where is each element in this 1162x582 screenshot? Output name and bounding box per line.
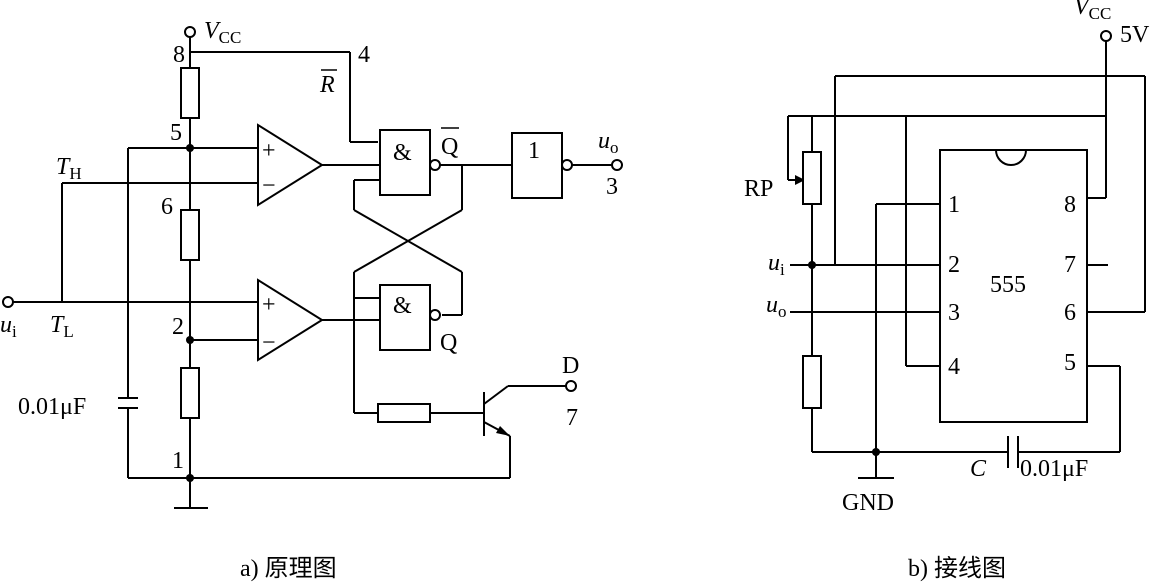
chip-pin1: 1: [948, 192, 960, 218]
chip-pin8: 8: [1064, 192, 1076, 218]
rp-label: RP: [744, 176, 773, 202]
gnd-label: GND: [842, 490, 894, 516]
upper-minus: −: [262, 173, 276, 199]
nand-top-symbol: &: [393, 140, 412, 166]
reset-label: R: [319, 72, 335, 98]
rp-potentiometer: [802, 151, 822, 205]
vcc-label: VCC: [204, 18, 241, 47]
pin3-label: 3: [606, 174, 618, 200]
divider-resistor-bottom: [180, 367, 200, 419]
pin8-label: 8: [173, 42, 185, 68]
chip-pin3: 3: [948, 300, 960, 326]
vcc-terminal-right: [1100, 30, 1112, 42]
chip-pin6: 6: [1064, 300, 1076, 326]
chip-pin7: 7: [1064, 252, 1076, 278]
lower-comparator: [257, 278, 324, 362]
divider-resistor-top: [180, 67, 200, 119]
chip-555: [939, 149, 1088, 423]
chip-pin4: 4: [948, 354, 960, 380]
lower-resistor: [802, 355, 822, 409]
vcc-terminal: [184, 26, 196, 38]
lower-plus: +: [262, 292, 276, 318]
vcc-label-right: VCC: [1074, 0, 1111, 23]
d-label: D: [562, 353, 579, 379]
nand-bottom-symbol: &: [393, 293, 412, 319]
q-label: Q: [440, 330, 457, 356]
nand-gate-bottom: [379, 284, 431, 351]
ui-terminal: [2, 296, 14, 308]
pin7-label: 7: [566, 405, 578, 431]
not-gate: [511, 132, 563, 199]
cap-c-label: C: [970, 456, 987, 482]
nand-gate-top: [379, 129, 431, 196]
qbar-label: Q: [441, 134, 458, 160]
pin6-label: 6: [161, 194, 173, 220]
lower-minus: −: [262, 330, 276, 356]
pin2-label: 2: [172, 314, 184, 340]
tl-label: TL: [50, 312, 74, 341]
pin5-label: 5: [170, 120, 182, 146]
principle-diagram: VCC 8 4 R 5 TH 6 + − + − & & Q 1 uo 3 ui…: [0, 18, 623, 582]
base-resistor: [377, 403, 431, 423]
upper-comparator: [257, 123, 324, 207]
vcc-value: 5V: [1120, 22, 1150, 48]
caption-b: b) 接线图: [908, 555, 1006, 582]
divider-resistor-mid: [180, 209, 200, 261]
cap-value-right: 0.01μF: [1020, 456, 1088, 482]
cap-label: 0.01μF: [18, 394, 86, 420]
uo-label-right: uo: [766, 292, 787, 321]
upper-plus: +: [262, 138, 276, 164]
chip-notch: [995, 149, 1027, 166]
th-label: TH: [56, 154, 82, 183]
ui-label-right: ui: [768, 250, 785, 279]
wiring-diagram: VCC 5V RP ui uo 1 2 3 4 8 7 6 5 555 C 0.…: [744, 0, 1150, 582]
pin4-label: 4: [358, 42, 370, 68]
uo-label: uo: [598, 128, 619, 157]
not-symbol: 1: [528, 138, 540, 164]
pin1-label: 1: [172, 448, 184, 474]
caption-a: a) 原理图: [240, 556, 337, 582]
chip-pin2: 2: [948, 252, 960, 278]
chip-pin5: 5: [1064, 350, 1076, 376]
ui-label: ui: [0, 312, 17, 341]
uo-terminal: [611, 159, 623, 171]
chip-label: 555: [990, 272, 1026, 298]
d-terminal: [565, 380, 577, 392]
